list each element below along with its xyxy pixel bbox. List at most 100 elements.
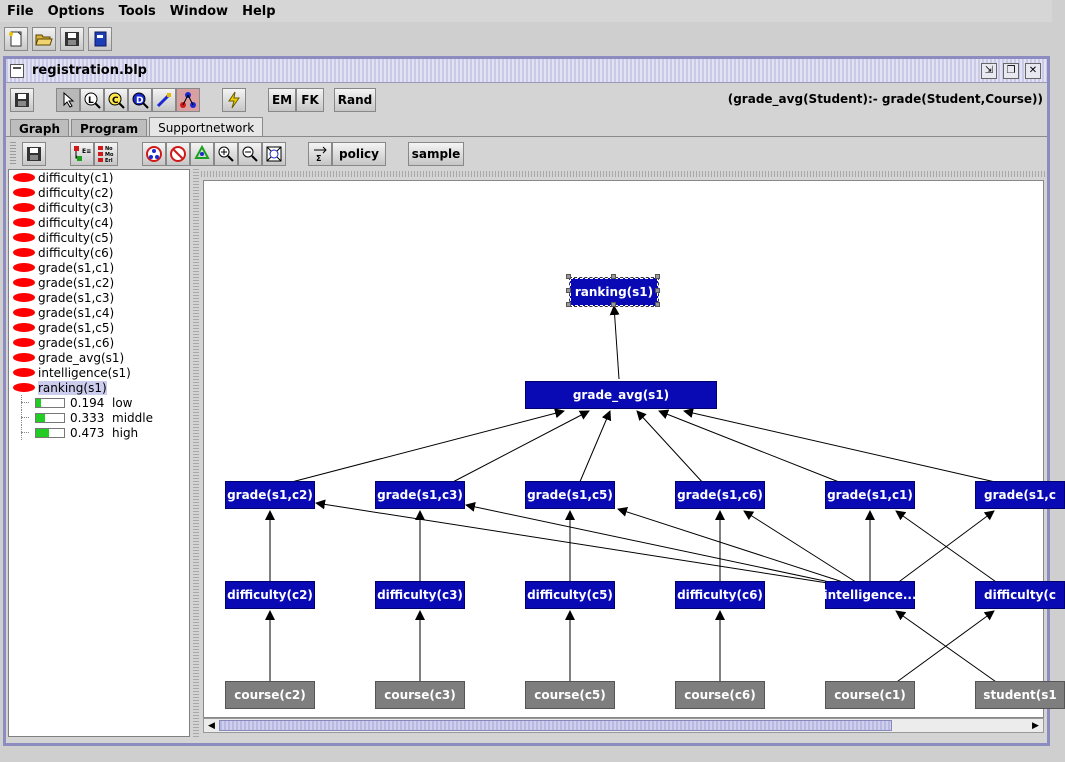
clear-network-button[interactable] bbox=[166, 142, 190, 166]
tab-supportnetwork[interactable]: Supportnetwork bbox=[149, 117, 264, 137]
query-c-button[interactable]: C bbox=[104, 88, 128, 112]
tree-item[interactable]: grade_avg(s1) bbox=[9, 350, 189, 365]
em-button[interactable]: EM bbox=[268, 88, 296, 112]
run-inference-button[interactable] bbox=[222, 88, 246, 112]
tab-graph[interactable]: Graph bbox=[10, 119, 69, 137]
node-course-c2[interactable]: course(c2) bbox=[225, 681, 315, 709]
toolbar-grip[interactable] bbox=[10, 142, 16, 166]
tree-item[interactable]: difficulty(c3) bbox=[9, 200, 189, 215]
zoom-in-button[interactable] bbox=[214, 142, 238, 166]
node-difficulty-c6[interactable]: difficulty(c6) bbox=[675, 581, 765, 609]
tree-item[interactable]: grade(s1,c5) bbox=[9, 320, 189, 335]
tree-item[interactable]: difficulty(c6) bbox=[9, 245, 189, 260]
tree-item[interactable]: difficulty(c2) bbox=[9, 185, 189, 200]
scroll-right-icon[interactable]: ▶ bbox=[1032, 721, 1039, 731]
book-button[interactable] bbox=[88, 26, 112, 51]
main-toolbar bbox=[0, 23, 1052, 54]
menu-tools[interactable]: Tools bbox=[118, 3, 156, 19]
node-difficulty-c1[interactable]: difficulty(c bbox=[975, 581, 1065, 609]
menu-help[interactable]: Help bbox=[242, 3, 276, 19]
selection-handle[interactable] bbox=[611, 274, 616, 279]
selection-handle[interactable] bbox=[566, 302, 571, 307]
selection-handle[interactable] bbox=[566, 288, 571, 293]
node-course-c1[interactable]: course(c1) bbox=[825, 681, 915, 709]
restore-window-icon[interactable]: ❐ bbox=[1003, 62, 1019, 79]
node-oval-icon bbox=[13, 293, 35, 302]
graph-pane-grip[interactable] bbox=[201, 171, 1047, 177]
minimize-window-icon[interactable]: ⇲ bbox=[981, 62, 997, 79]
node-grade-s1-c1[interactable]: grade(s1,c1) bbox=[825, 481, 915, 509]
tree-item[interactable]: difficulty(c1) bbox=[9, 170, 189, 185]
selection-handle[interactable] bbox=[655, 288, 660, 293]
rand-button[interactable]: Rand bbox=[334, 88, 376, 112]
wand-icon bbox=[156, 93, 171, 108]
tree-item[interactable]: difficulty(c5) bbox=[9, 230, 189, 245]
node-grade-s1-c2[interactable]: grade(s1,c2) bbox=[225, 481, 315, 509]
node-course-c6[interactable]: course(c6) bbox=[675, 681, 765, 709]
zoom-out-button[interactable] bbox=[238, 142, 262, 166]
fk-button[interactable]: FK bbox=[296, 88, 324, 112]
tree-item[interactable]: ranking(s1) bbox=[9, 380, 189, 395]
graph-pane: ranking(s1) grade_avg(s1) grade(s1,c2) g… bbox=[201, 169, 1065, 737]
node-course-c3[interactable]: course(c3) bbox=[375, 681, 465, 709]
window-title-bar[interactable]: registration.blp ⇲ ❐ ✕ bbox=[6, 59, 1047, 83]
selection-handle[interactable] bbox=[566, 274, 571, 279]
new-file-button[interactable] bbox=[4, 26, 28, 51]
save-network-button[interactable] bbox=[22, 142, 46, 166]
node-student[interactable]: student(s1 bbox=[975, 681, 1065, 709]
scroll-left-icon[interactable]: ◀ bbox=[208, 721, 215, 731]
open-file-button[interactable] bbox=[32, 26, 56, 51]
node-grade-s1-c4[interactable]: grade(s1,c bbox=[975, 481, 1065, 509]
edge bbox=[895, 510, 995, 585]
tree-item[interactable]: intelligence(s1) bbox=[9, 365, 189, 380]
menu-options[interactable]: Options bbox=[47, 3, 105, 19]
node-grade-s1-c5[interactable]: grade(s1,c5) bbox=[525, 481, 615, 509]
node-difficulty-c3[interactable]: difficulty(c3) bbox=[375, 581, 465, 609]
draw-edge-button[interactable] bbox=[152, 88, 176, 112]
layout-network-button[interactable] bbox=[142, 142, 166, 166]
probability-bar-fill bbox=[36, 398, 41, 407]
query-l-button[interactable]: L bbox=[80, 88, 104, 112]
tree-item[interactable]: grade(s1,c3) bbox=[9, 290, 189, 305]
fit-to-window-button[interactable] bbox=[262, 142, 286, 166]
policy-sum-button[interactable]: Σ bbox=[308, 142, 332, 166]
tab-program[interactable]: Program bbox=[71, 119, 148, 137]
menu-file[interactable]: File bbox=[7, 3, 34, 19]
node-difficulty-c5[interactable]: difficulty(c5) bbox=[525, 581, 615, 609]
tree-item[interactable]: grade(s1,c6) bbox=[9, 335, 189, 350]
node-oval-icon bbox=[13, 368, 35, 377]
split-pane-divider[interactable] bbox=[193, 169, 199, 737]
tree-item[interactable]: grade(s1,c4) bbox=[9, 305, 189, 320]
horizontal-scrollbar[interactable]: ◀ ▶ bbox=[203, 718, 1044, 733]
recycle-button[interactable] bbox=[190, 142, 214, 166]
node-grade-s1-c6[interactable]: grade(s1,c6) bbox=[675, 481, 765, 509]
query-d-button[interactable]: D bbox=[128, 88, 152, 112]
probability-bar bbox=[35, 397, 65, 408]
policy-button[interactable]: policy bbox=[332, 142, 386, 166]
node-difficulty-c2[interactable]: difficulty(c2) bbox=[225, 581, 315, 609]
network-icon bbox=[180, 92, 196, 108]
sample-button[interactable]: sample bbox=[408, 142, 464, 166]
tree-item[interactable]: difficulty(c4) bbox=[9, 215, 189, 230]
selection-handle[interactable] bbox=[655, 274, 660, 279]
close-window-icon[interactable]: ✕ bbox=[1025, 62, 1041, 79]
expand-tree-button[interactable]: E≡ bbox=[70, 142, 94, 166]
support-network-canvas[interactable]: ranking(s1) grade_avg(s1) grade(s1,c2) g… bbox=[203, 180, 1065, 718]
node-intelligence[interactable]: intelligence... bbox=[823, 581, 917, 609]
select-pointer-button[interactable] bbox=[56, 88, 80, 112]
network-button[interactable] bbox=[176, 88, 200, 112]
edge bbox=[743, 510, 860, 585]
save-all-button[interactable] bbox=[60, 26, 84, 51]
save-graph-button[interactable] bbox=[10, 88, 34, 112]
selection-handle[interactable] bbox=[655, 302, 660, 307]
clause-formula: (grade_avg(Student):- grade(Student,Cour… bbox=[727, 92, 1043, 106]
node-course-c5[interactable]: course(c5) bbox=[525, 681, 615, 709]
tree-item[interactable]: grade(s1,c2) bbox=[9, 275, 189, 290]
tree-item[interactable]: grade(s1,c1) bbox=[9, 260, 189, 275]
node-grade-avg[interactable]: grade_avg(s1) bbox=[525, 381, 717, 409]
scrollbar-thumb[interactable] bbox=[219, 720, 892, 731]
menu-window[interactable]: Window bbox=[169, 3, 229, 19]
selection-handle[interactable] bbox=[611, 302, 616, 307]
node-grade-s1-c3[interactable]: grade(s1,c3) bbox=[375, 481, 465, 509]
